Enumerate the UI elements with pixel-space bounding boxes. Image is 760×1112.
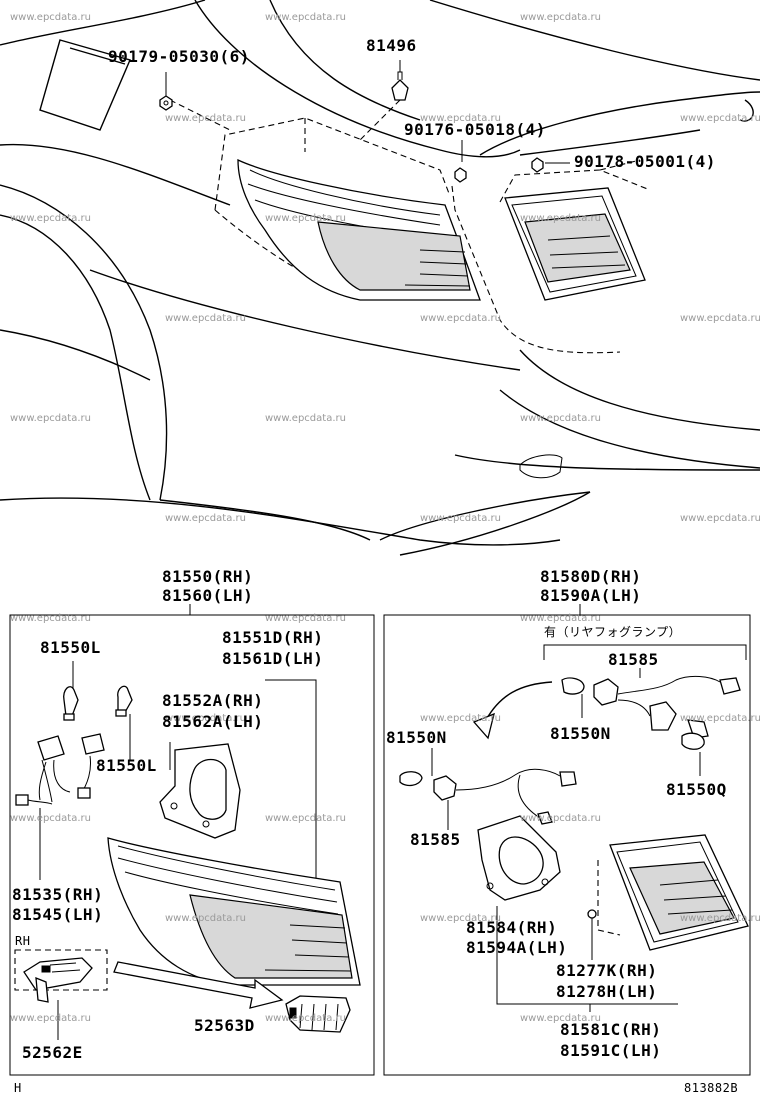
watermark: www.epcdata.ru [165,113,246,124]
watermark: www.epcdata.ru [10,213,91,224]
part-label-lens-rh: 81551D(RH) [222,628,324,647]
part-label-screw-lh: 81278H(LH) [556,982,658,1001]
watermark: www.epcdata.ru [10,12,91,23]
bulb-icon [115,685,133,717]
watermark: www.epcdata.ru [165,313,246,324]
watermark: www.epcdata.ru [420,913,501,924]
watermark: www.epcdata.ru [265,813,346,824]
part-label-bulb: 81550Q [666,780,727,799]
bracket-52562e [23,957,93,1003]
assembly-label-rh: 81550(RH) [162,567,254,586]
part-label-lamp-rh: 81581C(RH) [560,1020,662,1039]
option-note: 有（リヤフォグランプ） [544,625,682,639]
assembly-label-lh: 81560(LH) [162,586,254,605]
nut-icon [454,167,467,183]
watermark: www.epcdata.ru [680,513,760,524]
socket-harness-mid [399,768,577,825]
watermark: www.epcdata.ru [265,413,346,424]
part-label-screw-rh: 81277K(RH) [556,961,658,980]
watermark: www.epcdata.ru [680,113,760,124]
watermark: www.epcdata.ru [10,813,91,824]
curved-arrow [472,712,495,740]
part-label-gasket-lh: 81594A(LH) [466,938,568,957]
left-assembly-box [9,614,375,1076]
part-label-bulb: 81550N [550,724,611,743]
part-label-socket-lh: 81545(LH) [12,905,104,924]
part-label-bracket: 52563D [194,1016,255,1035]
part-label-bulb: 81550L [96,756,157,775]
watermark: www.epcdata.ru [10,613,91,624]
watermark: www.epcdata.ru [265,213,346,224]
watermark: www.epcdata.ru [520,1013,601,1024]
rh-tag: RH [15,934,31,948]
watermark: www.epcdata.ru [165,913,246,924]
watermark: www.epcdata.ru [265,613,346,624]
watermark: www.epcdata.ru [10,413,91,424]
part-label-gasket-lh: 81562A(LH) [162,712,264,731]
clip-icon [391,71,409,101]
part-label-90179: 90179-05030(6) [108,47,250,66]
part-label-lamp-lh: 81591C(LH) [560,1041,662,1060]
rh-dashed-box [14,949,108,991]
watermark: www.epcdata.ru [520,613,601,624]
bulb-icon [63,686,79,721]
direction-arrow [113,961,284,1009]
part-label-bulb: 81550L [40,638,101,657]
rear-lamp-outer-top [237,158,481,301]
part-label-bracket: 52562E [22,1043,83,1062]
bracket-52563d [285,995,351,1033]
watermark: www.epcdata.ru [680,313,760,324]
part-label-90176: 90176-05018(4) [404,120,546,139]
watermark: www.epcdata.ru [520,413,601,424]
part-label-socket-rh: 81535(RH) [12,885,104,904]
watermark: www.epcdata.ru [420,113,501,124]
rear-lamp-inner-top [504,187,646,301]
watermark: www.epcdata.ru [265,1013,346,1024]
footer-code-left: H [14,1081,22,1095]
watermark: www.epcdata.ru [520,12,601,23]
gasket [159,743,241,839]
right-assembly-box [383,614,751,1076]
watermark: www.epcdata.ru [520,213,601,224]
assembly-label-lh: 81590A(LH) [540,586,642,605]
watermark: www.epcdata.ru [420,513,501,524]
tail-lamp-lens [107,837,361,986]
watermark: www.epcdata.ru [165,513,246,524]
watermark: www.epcdata.ru [165,713,246,724]
nut-icon [531,157,544,173]
part-label-socket: 81585 [410,830,461,849]
part-label-gasket-rh: 81552A(RH) [162,691,264,710]
screw-icon [587,909,597,919]
assembly-label-rh: 81580D(RH) [540,567,642,586]
fog-socket-harness [561,675,741,750]
part-label-90178: 90178-05001(4) [574,152,716,171]
watermark: www.epcdata.ru [420,313,501,324]
part-label-gasket-rh: 81584(RH) [466,918,558,937]
car-body [0,0,760,556]
part-label-lens-lh: 81561D(LH) [222,649,324,668]
gasket-right [477,815,561,901]
watermark: www.epcdata.ru [520,813,601,824]
watermark: www.epcdata.ru [265,12,346,23]
inner-lamp-right [609,834,749,951]
socket-wire-harness [15,733,105,806]
watermark: www.epcdata.ru [680,713,760,724]
part-label-bulb: 81550N [386,728,447,747]
nut-icon [159,95,173,111]
part-label-socket: 81585 [608,650,659,669]
watermark: www.epcdata.ru [420,713,501,724]
part-label-81496: 81496 [366,36,417,55]
watermark: www.epcdata.ru [680,913,760,924]
watermark: www.epcdata.ru [10,1013,91,1024]
figure-number: 813882B [684,1081,739,1095]
